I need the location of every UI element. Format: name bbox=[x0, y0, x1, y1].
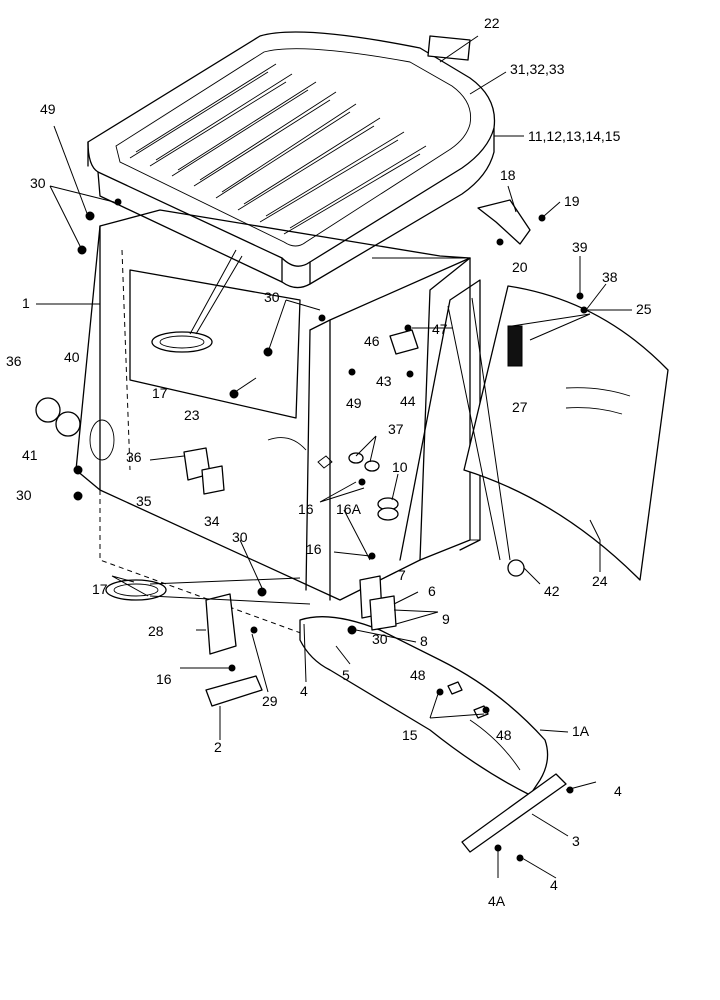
cab-frame bbox=[75, 209, 481, 641]
callout-29: 29 bbox=[262, 693, 278, 709]
callout-16-mid: 16 bbox=[306, 541, 322, 557]
callout-19: 19 bbox=[564, 193, 580, 209]
callout-4-bottom: 4 bbox=[550, 877, 558, 893]
callout-40: 40 bbox=[64, 349, 80, 365]
callout-7: 7 bbox=[398, 567, 406, 583]
callout-30-top: 30 bbox=[30, 175, 46, 191]
callout-28: 28 bbox=[148, 623, 164, 639]
callout-8: 8 bbox=[420, 633, 428, 649]
callout-5: 5 bbox=[342, 667, 350, 683]
callout-37: 37 bbox=[388, 421, 404, 437]
callout-2: 2 bbox=[214, 739, 222, 755]
callout-3: 3 bbox=[572, 833, 580, 849]
callout-36-left: 36 bbox=[6, 353, 22, 369]
callout-48-lower: 48 bbox=[496, 727, 512, 743]
callout-38: 38 bbox=[602, 269, 618, 285]
callout-25: 25 bbox=[636, 301, 652, 317]
small-parts bbox=[35, 35, 588, 862]
callout-17-bottom: 17 bbox=[92, 581, 108, 597]
callout-43: 43 bbox=[376, 373, 392, 389]
callout-16-upper: 16 bbox=[298, 501, 314, 517]
callout-30-bottom: 30 bbox=[372, 631, 388, 647]
callout-1: 1 bbox=[22, 295, 30, 311]
callout-23: 23 bbox=[184, 407, 200, 423]
callout-4-right: 4 bbox=[614, 783, 622, 799]
callout-16-lower: 16 bbox=[156, 671, 172, 687]
callout-9: 9 bbox=[442, 611, 450, 627]
windshield bbox=[463, 285, 669, 581]
callout-24: 24 bbox=[592, 573, 608, 589]
callout-22: 22 bbox=[484, 15, 500, 31]
callout-35: 35 bbox=[136, 493, 152, 509]
callout-36-mid: 36 bbox=[126, 449, 142, 465]
callout-15: 15 bbox=[402, 727, 418, 743]
callout-49-mid: 49 bbox=[346, 395, 362, 411]
callout-44: 44 bbox=[400, 393, 416, 409]
callout-48-upper: 48 bbox=[410, 667, 426, 683]
callout-20: 20 bbox=[512, 259, 528, 275]
callout-labels: 22 31,32,33 11,12,13,14,15 49 30 18 19 2… bbox=[6, 15, 652, 909]
side-panel bbox=[299, 616, 549, 796]
callout-10: 10 bbox=[392, 459, 408, 475]
callout-34: 34 bbox=[204, 513, 220, 529]
callout-6: 6 bbox=[428, 583, 436, 599]
callout-46: 46 bbox=[364, 333, 380, 349]
callout-30-mid: 30 bbox=[264, 289, 280, 305]
leader-lines bbox=[36, 35, 632, 879]
callout-41: 41 bbox=[22, 447, 38, 463]
callout-16A: 16A bbox=[336, 501, 362, 517]
callout-39: 39 bbox=[572, 239, 588, 255]
callout-4-left: 4 bbox=[300, 683, 308, 699]
callout-17-top: 17 bbox=[152, 385, 168, 401]
roof-panel bbox=[87, 31, 496, 289]
callout-1A: 1A bbox=[572, 723, 590, 739]
callout-30-left: 30 bbox=[16, 487, 32, 503]
callout-47: 47 bbox=[432, 321, 448, 337]
callout-30-lower: 30 bbox=[232, 529, 248, 545]
callout-18: 18 bbox=[500, 167, 516, 183]
callout-49-top: 49 bbox=[40, 101, 56, 117]
callout-31-32-33: 31,32,33 bbox=[510, 61, 565, 77]
callout-4A: 4A bbox=[488, 893, 506, 909]
callout-42: 42 bbox=[544, 583, 560, 599]
callout-11-12-13-14-15: 11,12,13,14,15 bbox=[528, 128, 621, 144]
callout-27: 27 bbox=[512, 399, 528, 415]
